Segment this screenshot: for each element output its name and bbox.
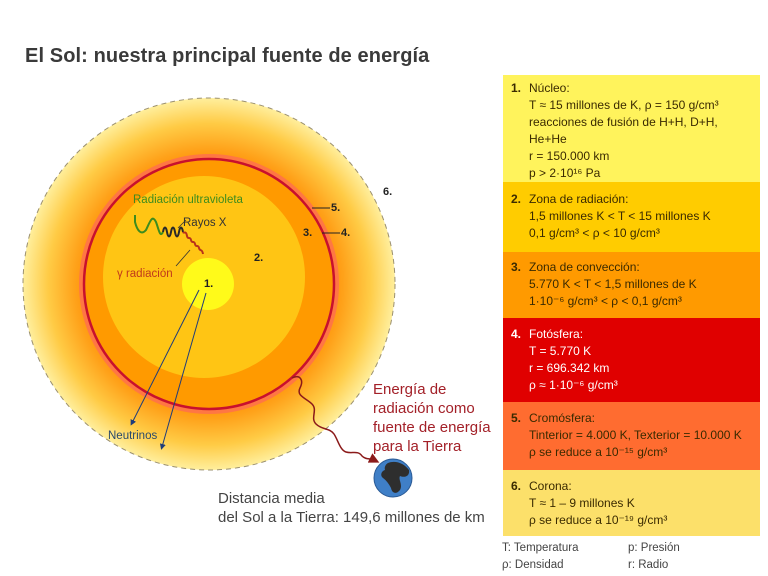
layer-detail: 5.770 K < T < 1,5 millones de K <box>529 277 697 291</box>
xray-wave <box>162 226 184 238</box>
legend-radius: r: Radio <box>628 559 669 571</box>
layer-name: Núcleo: <box>529 81 570 95</box>
layer-detail: ρ ≈ 1·10⁻⁶ g/cm³ <box>529 378 618 392</box>
layer-detail: 1,5 millones K < T < 15 millones K <box>529 209 711 223</box>
layer-detail: 0,1 g/cm³ < ρ < 10 g/cm³ <box>529 226 660 240</box>
layer-number: 1. <box>511 81 522 95</box>
layer-detail: Tinterior = 4.000 K, Texterior = 10.000 … <box>529 428 742 442</box>
layer-box-core: 1. Núcleo: T ≈ 15 millones de K, ρ = 150… <box>503 75 760 182</box>
layer-detail: T ≈ 15 millones de K, ρ = 150 g/cm³ <box>529 98 719 112</box>
layer-detail: ρ se reduce a 10⁻¹⁹ g/cm³ <box>529 513 668 527</box>
layer-detail: r = 150.000 km <box>529 149 610 163</box>
legend-density: ρ: Densidad <box>502 559 564 571</box>
page-title: El Sol: nuestra principal fuente de ener… <box>25 45 430 67</box>
earth-globe-icon <box>373 458 413 498</box>
layer-number-5: 5. <box>331 202 341 214</box>
layer-number-4: 4. <box>341 227 351 239</box>
chromosphere-layer <box>79 154 339 414</box>
layer-detail: reacciones de fusión de H+H, D+H, <box>529 115 718 129</box>
legend-temperature: T: Temperatura <box>502 542 579 554</box>
energy-wave <box>291 376 380 463</box>
layer-detail: He+He <box>529 132 567 146</box>
legend-pressure: p: Presión <box>628 542 680 554</box>
neutrino-arrow <box>130 289 200 426</box>
layer-name: Zona de radiación: <box>529 192 629 206</box>
layer-detail: 1·10⁻⁶ g/cm³ < ρ < 0,1 g/cm³ <box>529 294 682 308</box>
layer-number: 3. <box>511 260 522 274</box>
uv-label: Radiación ultravioleta <box>133 194 243 206</box>
distance-caption: Distancia media del Sol a la Tierra: 149… <box>218 489 485 527</box>
layer-number-2: 2. <box>254 252 264 264</box>
layer-box-photosphere: 4. Fotósfera: T = 5.770 K r = 696.342 km… <box>503 318 760 402</box>
gamma-label: γ radiación <box>117 268 173 280</box>
sun-diagram <box>22 97 413 498</box>
energy-caption-line: Energía de <box>373 381 447 398</box>
layer-number: 4. <box>511 327 522 341</box>
neutrino-arrow <box>159 292 207 450</box>
photosphere-line <box>82 157 336 411</box>
layer-box-radiation-zone: 2. Zona de radiación: 1,5 millones K < T… <box>503 182 760 252</box>
layer-detail: p > 2·10¹⁶ Pa <box>529 166 601 180</box>
layer-number: 6. <box>511 479 522 493</box>
layer-name: Zona de convección: <box>529 260 640 274</box>
energy-caption-line: para la Tierra <box>373 438 462 455</box>
layer-name: Corona: <box>529 479 572 493</box>
layer-number-1: 1. <box>204 278 214 290</box>
layer-number-6: 6. <box>383 186 393 198</box>
layer-number: 2. <box>511 192 522 206</box>
layer-detail: ρ se reduce a 10⁻¹⁵ g/cm³ <box>529 445 668 459</box>
layers-info-panel: 1. Núcleo: T ≈ 15 millones de K, ρ = 150… <box>503 75 760 536</box>
layer-box-corona: 6. Corona: T ≈ 1 – 9 millones K ρ se red… <box>503 470 760 536</box>
uv-wave <box>134 215 164 236</box>
energy-caption-line: radiación como <box>373 400 475 417</box>
layer-name: Fotósfera: <box>529 327 584 341</box>
distance-caption-line: del Sol a la Tierra: 149,6 millones de k… <box>218 509 485 526</box>
layer-detail: r = 696.342 km <box>529 361 610 375</box>
distance-caption-line: Distancia media <box>218 490 325 507</box>
xray-label: Rayos X <box>183 217 227 229</box>
energy-caption-line: fuente de energía <box>373 419 491 436</box>
gamma-wave <box>182 231 204 255</box>
layer-name: Cromósfera: <box>529 411 596 425</box>
layer-box-chromosphere: 5. Cromósfera: Tinterior = 4.000 K, Text… <box>503 402 760 470</box>
layer-number-3: 3. <box>303 227 313 239</box>
neutrinos-label: Neutrinos <box>108 430 158 442</box>
layer-number: 5. <box>511 411 522 425</box>
energy-caption: Energía de radiación como fuente de ener… <box>373 380 503 456</box>
layer-detail: T = 5.770 K <box>529 344 592 358</box>
layer-detail: T ≈ 1 – 9 millones K <box>529 496 635 510</box>
layer-box-convection-zone: 3. Zona de convección: 5.770 K < T < 1,5… <box>503 252 760 318</box>
